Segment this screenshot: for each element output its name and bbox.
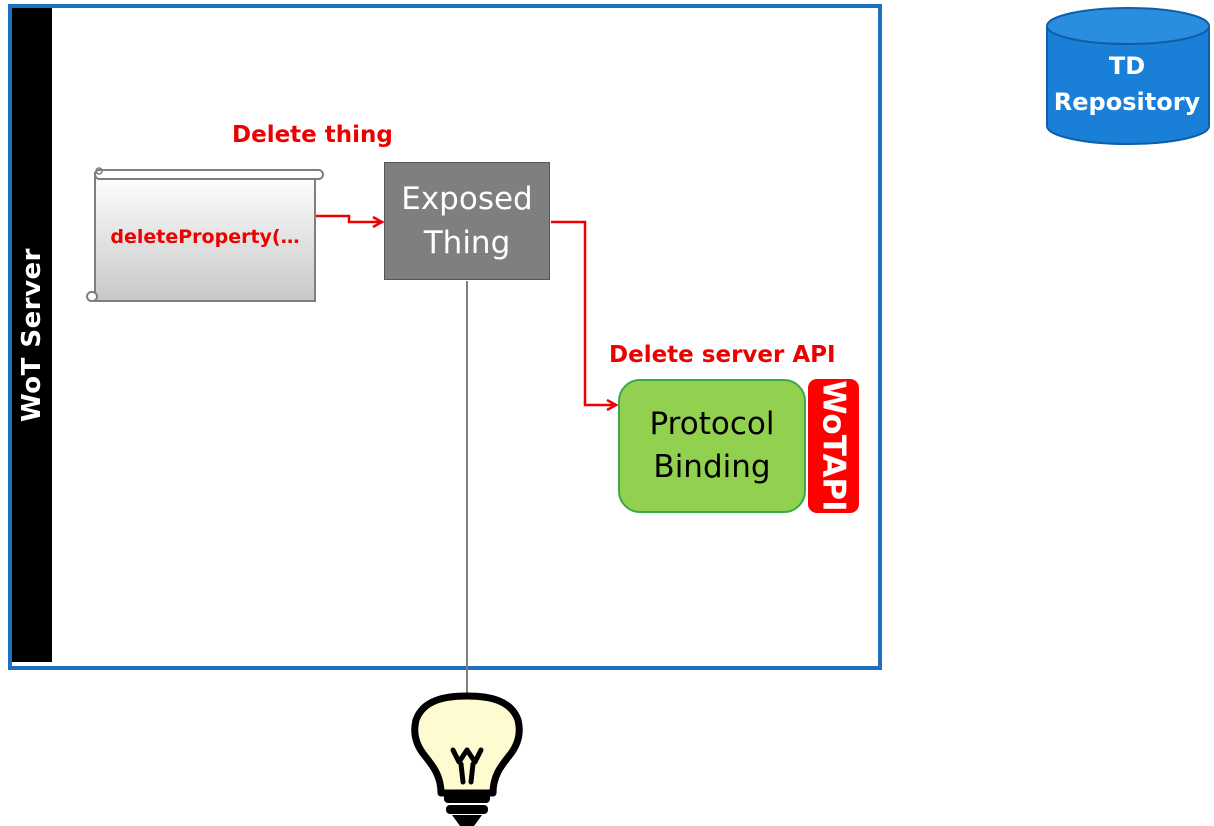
exposed-thing-to-binding-arrow	[551, 220, 616, 405]
protocol-binding-line2: Binding	[653, 449, 771, 485]
script-code-text: deleteProperty(…	[110, 226, 300, 248]
wot-api-label: WoTAPI	[815, 380, 852, 512]
lightbulb-icon	[411, 692, 523, 826]
protocol-binding-box[interactable]: Protocol Binding	[618, 379, 806, 513]
wot-server-frame	[8, 4, 882, 670]
protocol-binding-line1: Protocol	[649, 406, 775, 442]
script-to-exposed-thing-arrow	[316, 214, 382, 222]
scroll-icon	[86, 167, 324, 302]
wot-server-sidebar	[12, 8, 52, 662]
wot-api-tab[interactable]: WoTAPI	[808, 379, 859, 513]
database-cylinder-icon	[1046, 7, 1210, 145]
exposed-thing-box[interactable]: Exposed Thing	[384, 162, 550, 280]
exposed-thing-line2: Thing	[423, 225, 511, 261]
delete-server-api-label: Delete server API	[609, 342, 836, 368]
delete-thing-label: Delete thing	[232, 122, 393, 148]
td-repository-line1: TD	[1108, 52, 1146, 80]
td-repository-label: TD Repository	[1046, 48, 1208, 120]
td-repository-line2: Repository	[1053, 88, 1201, 116]
exposed-thing-line1: Exposed	[401, 181, 533, 217]
